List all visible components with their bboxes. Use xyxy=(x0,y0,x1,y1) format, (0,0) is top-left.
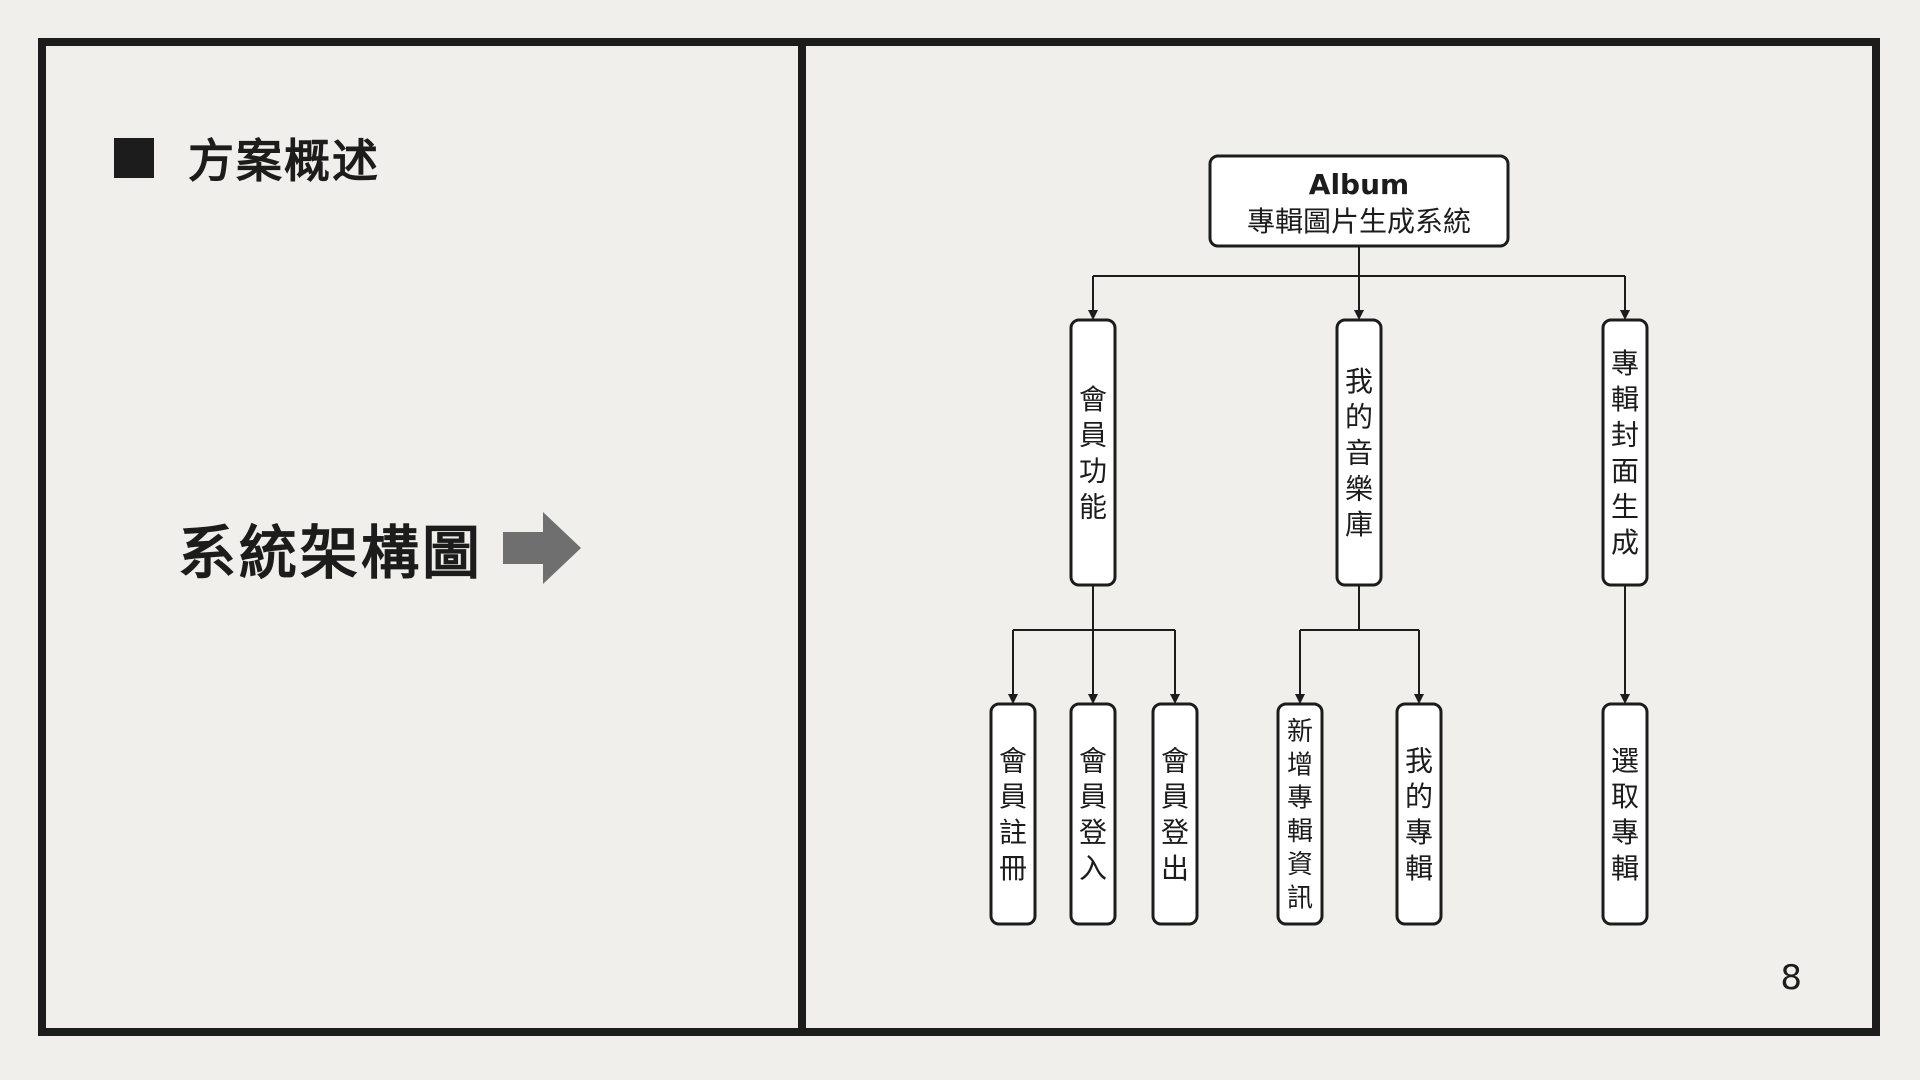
branch-node-1 xyxy=(1335,318,1383,587)
root-node-subtitle: 專輯圖片生成系統 xyxy=(1247,205,1471,238)
branch-node-label-2: 專輯封面生成 xyxy=(1611,347,1639,559)
bullet-square-icon xyxy=(114,138,154,178)
leaf-node-1-0 xyxy=(1276,702,1324,926)
root-node-title: Album xyxy=(1309,168,1409,201)
leaf-node-2-0 xyxy=(1601,702,1649,926)
leaf-node-label-0-1: 會員登入 xyxy=(1079,744,1107,885)
leaf-node-label-1-0: 新增專輯資訊 xyxy=(1287,717,1313,913)
branch-node-2 xyxy=(1601,318,1649,587)
leaf-node-0-1 xyxy=(1069,702,1117,926)
slide-frame: 方案概述 系統架構圖 8 xyxy=(38,38,1880,1036)
branch-node-label-1: 我的音樂庫 xyxy=(1345,365,1373,541)
page-number: 8 xyxy=(1780,958,1802,998)
architecture-label-text: 系統架構圖 xyxy=(178,519,484,587)
leaf-node-label-0-0: 會員註冊 xyxy=(999,744,1027,885)
leaf-node-0-2 xyxy=(1151,702,1199,926)
branch-node-label-0: 會員功能 xyxy=(1079,383,1107,524)
section-title: 方案概述 xyxy=(188,134,380,188)
leaf-node-label-0-2: 會員登出 xyxy=(1161,744,1189,885)
section-heading: 方案概述 xyxy=(114,128,380,188)
leaf-node-label-1-1: 我的專輯 xyxy=(1405,744,1433,885)
diagram-connectors xyxy=(1008,246,1630,704)
column-divider xyxy=(798,46,806,1028)
root-node xyxy=(1208,154,1510,248)
leaf-node-1-1 xyxy=(1395,702,1443,926)
right-arrow-icon xyxy=(503,512,582,584)
branch-node-0 xyxy=(1069,318,1117,587)
leaf-node-label-2-0: 選取專輯 xyxy=(1611,744,1639,885)
architecture-label: 系統架構圖 xyxy=(178,506,583,590)
leaf-node-0-0 xyxy=(989,702,1037,926)
